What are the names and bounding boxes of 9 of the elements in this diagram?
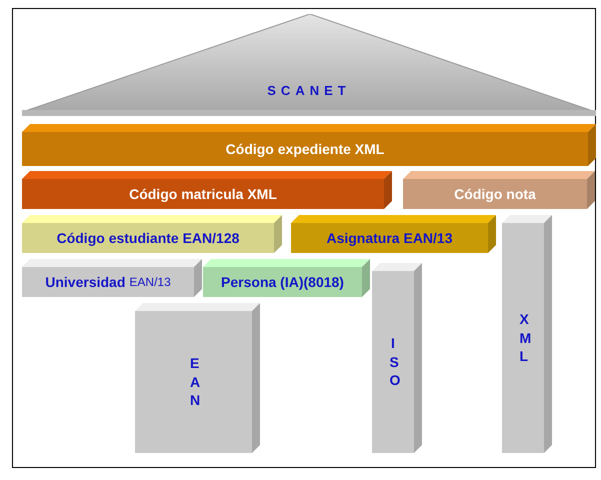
block-label: Universidad <box>45 274 126 290</box>
block-label: Código estudiante EAN/128 <box>56 230 240 246</box>
roof-title: SCANET <box>267 82 351 98</box>
block-label: Código expediente XML <box>226 141 384 157</box>
block-label: Código nota <box>454 186 536 202</box>
block-label: Código matricula XML <box>129 186 277 202</box>
block-label: Persona (IA)(8018) <box>221 274 344 290</box>
block-label: EAN/13 <box>129 275 171 289</box>
block-label: Asignatura EAN/13 <box>326 230 453 246</box>
